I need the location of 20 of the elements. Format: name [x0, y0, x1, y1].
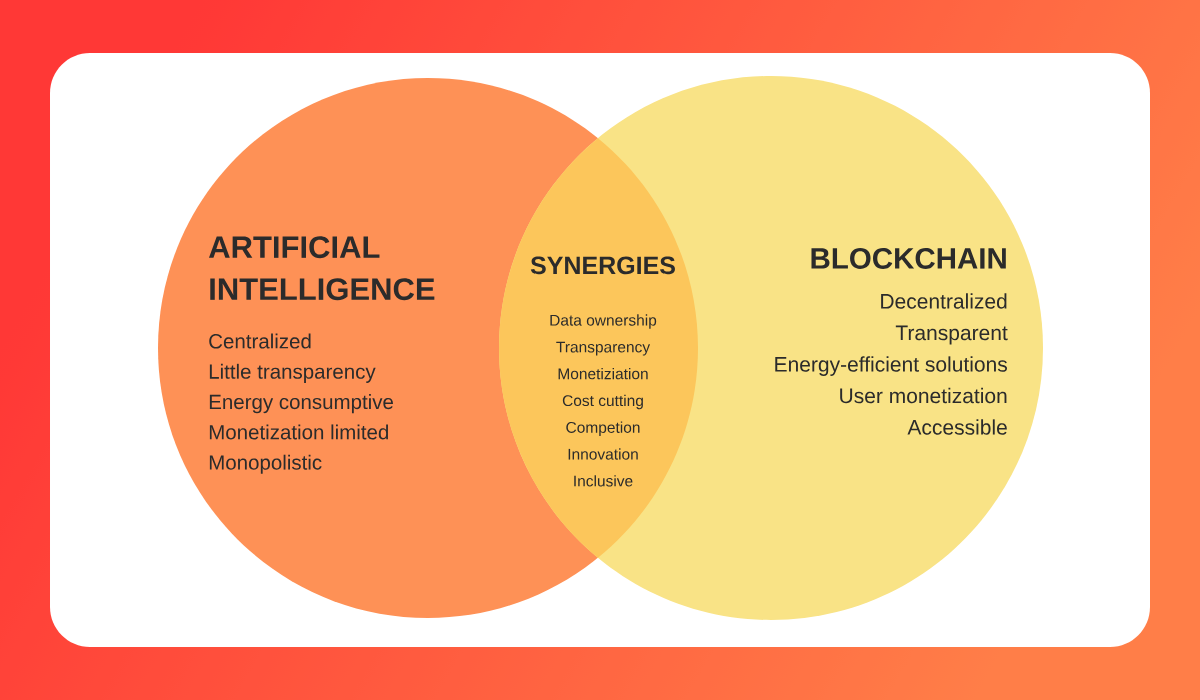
heading: BLOCKCHAIN	[811, 248, 1006, 269]
list-item: Competion	[566, 421, 640, 436]
list-item: Monetiziation	[558, 367, 648, 380]
list-item: Monopolistic	[209, 454, 322, 474]
heading: ARTIFICIAL INTELLIGENCE	[209, 236, 435, 301]
list-item: Centralized	[209, 333, 311, 349]
list-item: Energy consumptive	[209, 394, 393, 414]
list-item: Decentralized	[881, 293, 1007, 309]
list-item: Data ownership	[550, 314, 657, 329]
list-item: Monetization limited	[209, 424, 388, 440]
list-item: Little transparency	[209, 363, 376, 383]
list-item: Innovation	[568, 448, 638, 460]
list-item: Accessible	[907, 419, 1007, 435]
list-item: Transparent	[895, 325, 1008, 345]
list-item: Cost cutting	[562, 394, 643, 410]
list-item: Energy-efficient solutions	[775, 356, 1007, 376]
heading: SYNERGIES	[530, 256, 675, 275]
list-item: User monetization	[840, 387, 1007, 404]
list-item: Inclusive	[574, 475, 633, 487]
list-item: Transparency	[556, 341, 651, 356]
